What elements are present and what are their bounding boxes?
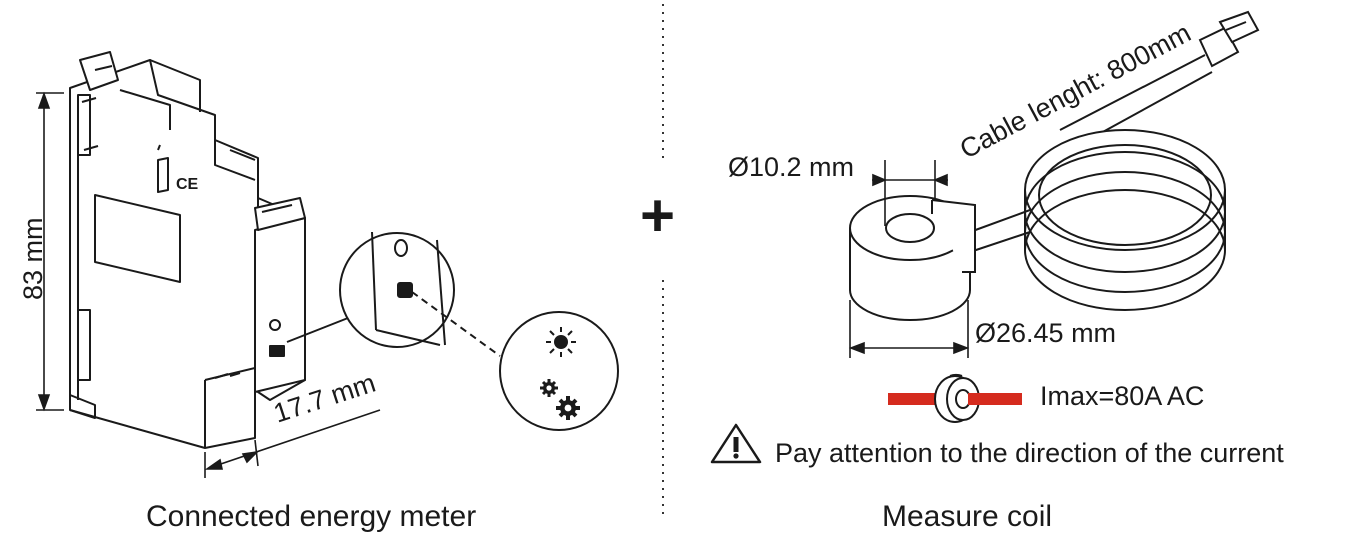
height-dimension	[36, 91, 64, 412]
plus-sign: +	[640, 182, 676, 249]
height-label: 83 mm	[18, 217, 48, 300]
warning-text: Pay attention to the direction of the cu…	[775, 438, 1284, 468]
measure-coil	[849, 195, 976, 321]
measure-coil-caption: Measure coil	[882, 500, 1053, 533]
width-dimension	[204, 409, 381, 478]
energy-meter-drawing	[69, 51, 306, 449]
coil-cable	[969, 10, 1260, 311]
imax-label: Imax=80A AC	[1040, 381, 1205, 411]
current-wire	[888, 373, 1022, 423]
inner-diameter-dimension	[872, 160, 948, 226]
ce-mark: CE	[176, 176, 199, 193]
energy-meter-caption: Connected energy meter	[146, 500, 477, 533]
sun-icon	[546, 327, 576, 357]
outer-diameter-label: Ø26.45 mm	[975, 318, 1117, 348]
zoom-detail	[286, 231, 619, 431]
gears-icon	[540, 379, 580, 420]
outer-diameter-dimension	[848, 300, 970, 358]
warning-triangle-icon	[710, 423, 762, 464]
inner-diameter-label: Ø10.2 mm	[728, 152, 855, 182]
